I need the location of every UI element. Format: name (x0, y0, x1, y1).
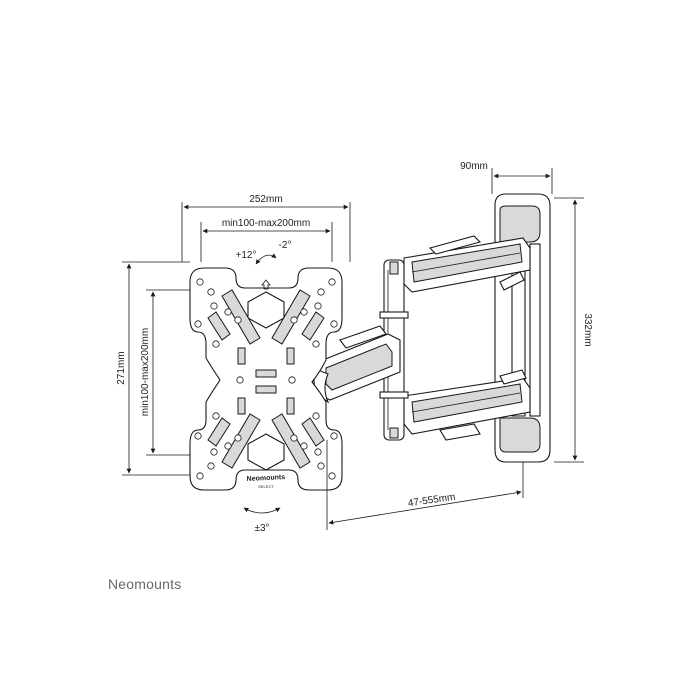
mounting-hole (328, 472, 336, 480)
mounting-hole (330, 320, 338, 328)
mounting-hole (317, 462, 325, 470)
connecting-arm (313, 325, 401, 404)
mounting-hole (234, 316, 242, 324)
mounting-hole (317, 288, 325, 296)
mounting-hole (234, 434, 242, 442)
mounting-hole (300, 308, 308, 316)
dim-plate-height-label: 271mm (116, 351, 127, 384)
dim-wall-plate-height-label: 332mm (582, 313, 593, 346)
mounting-hole (207, 462, 215, 470)
vesa-plate (189, 267, 343, 491)
tilt-indicator: +12° -2° (236, 240, 292, 265)
brand-name: Neomounts (108, 576, 182, 592)
mounting-hole (312, 412, 320, 420)
mounting-hole (224, 442, 232, 450)
mounting-hole (210, 448, 218, 456)
dim-plate-width-label: 252mm (249, 194, 282, 205)
plate-logo: Neomounts (247, 474, 286, 483)
mounting-hole (196, 278, 204, 286)
mounting-hole (330, 432, 338, 440)
rotation-indicator: ±3° (243, 507, 281, 534)
dim-depth: 47-555mm (326, 440, 524, 530)
mounting-hole (212, 412, 220, 420)
plate-logo-sub: SELECT (258, 484, 274, 489)
dim-wall-plate-height: 332mm (554, 197, 593, 463)
rotation-label: ±3° (254, 523, 269, 534)
wall-plate (494, 193, 551, 463)
dim-vesa-horizontal-label: min100-max200mm (222, 218, 310, 229)
mounting-hole (312, 340, 320, 348)
dim-wall-plate-width: 90mm (460, 161, 553, 194)
dim-plate-height: 271mm (116, 261, 190, 476)
mounting-hole (194, 320, 202, 328)
mounting-hole (236, 376, 244, 384)
mounting-hole (300, 442, 308, 450)
mounting-holes (194, 278, 338, 480)
dim-wall-plate-width-label: 90mm (460, 161, 488, 172)
dim-vesa-horizontal: min100-max200mm (200, 218, 333, 262)
tilt-down-label: -2° (279, 240, 292, 251)
mounting-hole (212, 340, 220, 348)
up-arrow-icon (261, 279, 271, 290)
tilt-up-label: +12° (236, 250, 257, 261)
mounting-hole (290, 434, 298, 442)
mounting-hole (194, 432, 202, 440)
mounting-hole (328, 278, 336, 286)
mounting-hole (314, 302, 322, 310)
mounting-hole (210, 302, 218, 310)
dim-plate-width: 252mm (181, 194, 351, 262)
mounting-hole (288, 376, 296, 384)
dim-vesa-vertical: min100-max200mm (140, 289, 190, 456)
mounting-hole (314, 448, 322, 456)
mounting-hole (290, 316, 298, 324)
dim-vesa-vertical-label: min100-max200mm (140, 328, 151, 416)
mounting-hole (224, 308, 232, 316)
upper-arm (403, 235, 531, 293)
mounting-hole (207, 288, 215, 296)
mounting-hole (196, 472, 204, 480)
